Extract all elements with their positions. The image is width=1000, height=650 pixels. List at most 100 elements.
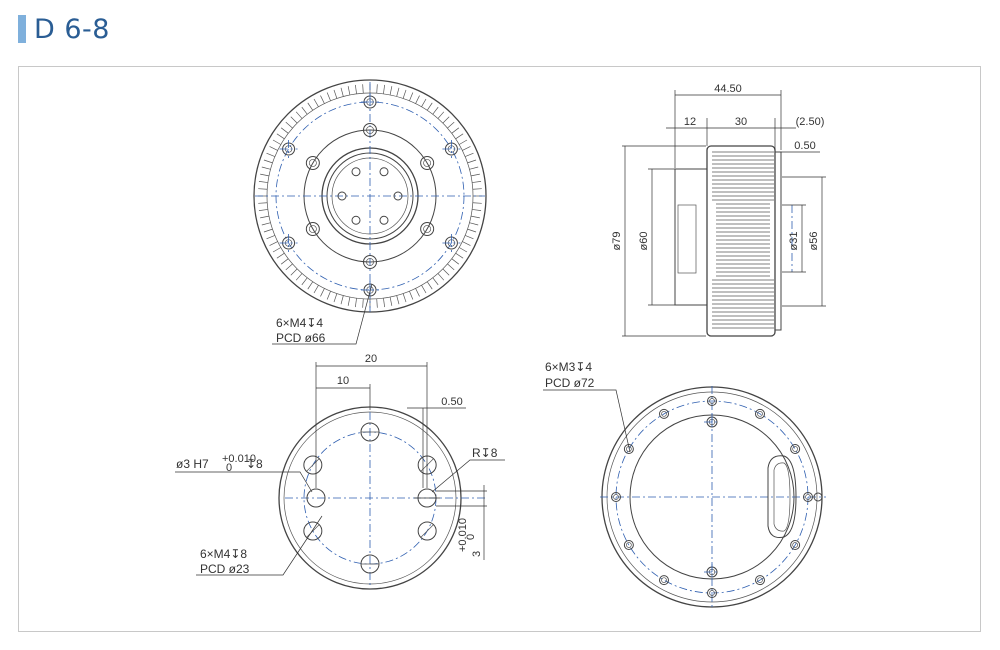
rear-m3-hole-inner <box>661 577 667 583</box>
rim-tooth <box>421 98 427 107</box>
slot-callout: R↧8 <box>472 446 498 460</box>
rim-tooth <box>269 146 278 151</box>
title-accent-bar <box>18 15 26 43</box>
rim-tooth <box>266 152 275 157</box>
rim-tooth <box>285 121 293 129</box>
rim-tooth <box>451 127 460 134</box>
rim-tooth <box>258 188 268 190</box>
rim-tooth <box>465 235 474 240</box>
rear-m3-hole <box>755 408 765 419</box>
rim-tooth <box>258 202 268 204</box>
rim-tooth <box>263 159 273 164</box>
rim-tooth <box>347 296 351 306</box>
dim-overall-length: 44.50 <box>714 83 742 95</box>
rear-m3-hole-inner <box>626 542 632 548</box>
rim-tooth <box>276 133 285 140</box>
rim-tooth <box>472 181 482 183</box>
rear-m3-hole-inner <box>661 411 667 417</box>
dim-dia-79: ø79 <box>611 232 623 251</box>
pin-tol-lower: 0 <box>226 462 232 474</box>
rim-tooth <box>459 247 468 253</box>
rim-tooth <box>307 102 314 111</box>
rear-m3-hole-inner <box>709 398 715 404</box>
rim-tooth <box>432 277 439 286</box>
rim-tooth <box>313 98 319 107</box>
rim-tooth <box>442 116 450 124</box>
rim-tooth <box>465 152 474 157</box>
rear-view: 6×M3↧4 PCD ø72 <box>543 360 826 610</box>
rim-tooth <box>396 295 400 305</box>
front-mid-hole <box>420 222 435 236</box>
rim-tooth <box>467 228 477 233</box>
rim-tooth <box>355 298 357 308</box>
rim-tooth <box>326 291 331 300</box>
rim-tooth <box>258 181 268 183</box>
dim-flange-offset: (2.50) <box>796 116 825 128</box>
output-m4-hole-hatch <box>420 524 434 538</box>
rim-tooth <box>426 102 433 111</box>
rim-tooth <box>402 293 407 303</box>
dim-output-20: 20 <box>365 353 377 365</box>
front-inner-hole <box>351 215 361 225</box>
side-view: 44.50 12 30 (2.50) 0.50 ø79 ø60 ø31 ø56 <box>611 83 826 337</box>
rim-tooth <box>326 92 331 101</box>
rear-m3-hole <box>611 492 621 502</box>
rim-tooth <box>383 84 385 94</box>
dim-front-length: 12 <box>684 116 696 128</box>
output-m4-hole-hatch <box>306 524 320 538</box>
rim-tooth <box>290 116 298 124</box>
m3-holes-rear <box>611 396 813 598</box>
rim-tooth <box>396 87 400 97</box>
rim-tooth <box>258 209 268 211</box>
rim-tooth <box>261 166 271 170</box>
rim-tooth <box>437 111 445 119</box>
rim-tooth <box>263 228 273 233</box>
output-callout-thread: 6×M4↧8 <box>200 547 247 561</box>
rim-tooth <box>307 281 314 290</box>
front-mid-hole <box>420 156 435 170</box>
mounting-holes-mid <box>305 123 435 269</box>
dowel-pin-hole <box>306 488 326 508</box>
rim-tooth <box>455 252 464 259</box>
rear-m3-hole-inner <box>709 590 715 596</box>
rim-tooth <box>376 298 378 308</box>
rim-tooth <box>455 133 464 140</box>
dim-body-length: 30 <box>735 116 747 128</box>
section-header: D 6-8 <box>18 14 110 45</box>
rim-tooth <box>421 285 427 294</box>
rear-m3-hole <box>623 540 634 550</box>
front-mid-hole <box>305 156 320 170</box>
front-inner-hole <box>393 191 403 201</box>
front-inner-hole <box>379 215 389 225</box>
slot-tol-upper: +0.010 <box>457 518 469 552</box>
rim-tooth <box>266 235 275 240</box>
front-mid-hole-inner <box>366 126 374 134</box>
rear-m3-hole <box>790 540 801 550</box>
rim-tooth <box>280 127 289 134</box>
rim-tooth <box>447 263 455 271</box>
front-mid-hole-inner <box>308 159 317 167</box>
rim-tooth <box>462 241 471 246</box>
rim-tooth <box>260 215 270 219</box>
rear-m3-hole <box>790 444 801 454</box>
rim-tooth <box>432 106 439 115</box>
output-m4-hole <box>303 521 323 541</box>
rear-m3-hole-inner <box>792 446 798 452</box>
rim-tooth <box>409 92 414 101</box>
rim-tooth <box>415 95 420 104</box>
rim-tooth <box>272 139 281 145</box>
dim-step: 0.50 <box>794 140 815 152</box>
output-flange-view: 20 10 0.50 ø3 H7 +0.010 0 ↧8 R↧8 6×M4↧8 … <box>175 353 505 590</box>
rim-tooth <box>362 298 364 308</box>
front-inner-hole <box>337 191 347 201</box>
rear-callout-thread: 6×M3↧4 <box>545 360 592 374</box>
rim-tooth <box>459 139 468 145</box>
output-m4-hole <box>417 521 437 541</box>
rim-tooth <box>320 95 325 104</box>
rear-m3-hole <box>707 588 717 598</box>
cooling-fins <box>712 151 774 329</box>
inner-holes <box>337 167 403 225</box>
rim-tooth <box>285 263 293 271</box>
rear-m3-hole <box>623 444 634 454</box>
rim-tooth <box>376 84 378 94</box>
